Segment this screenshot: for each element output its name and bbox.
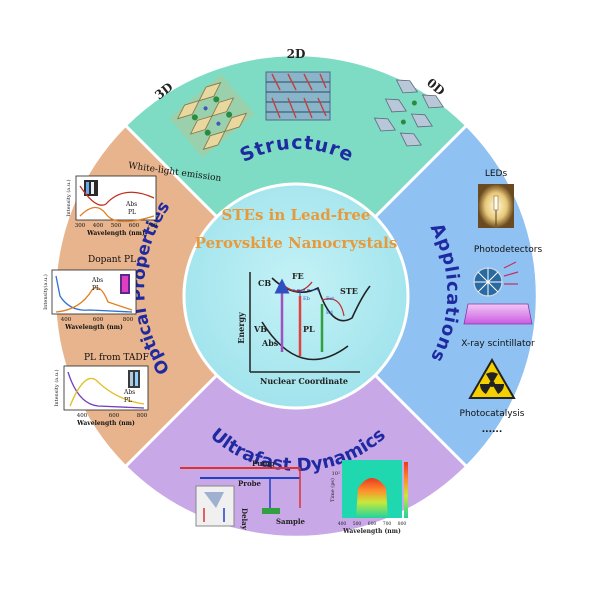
setup-label-sample: Sample [276, 517, 306, 526]
panel3-legend-pl: PL [124, 397, 132, 404]
map-y-tick: 10² [332, 471, 340, 477]
panel3-x-axis: Wavelength (nm) [76, 420, 135, 427]
app-label-xray: X-ray scintillator [461, 339, 535, 349]
panel3-y-axis: Intensity (a.u.) [53, 369, 60, 406]
map-x-tick-2: 500 [353, 521, 362, 527]
setup-label-pump: Pump [252, 459, 275, 468]
setup-label-probe: Probe [238, 479, 262, 488]
map-x-tick-4: 700 [383, 521, 392, 527]
photodetector-image [463, 261, 533, 325]
panel3-legend-abs: Abs [123, 389, 135, 396]
sector-structure-bg [125, 54, 467, 297]
label-est: Est [326, 296, 334, 302]
center-title-line2: Perovskite Nanocrystals [195, 234, 398, 252]
panel1-x-tick-4: 600 [129, 223, 140, 229]
panel1-y-axis: Intensity (a.u.) [65, 179, 72, 216]
sample-holder [262, 508, 280, 514]
map-x-tick-5: 800 [398, 521, 407, 527]
panel1-legend-pl: PL [128, 209, 136, 216]
panel2-legend-pl: PL [92, 285, 100, 292]
coordinate-axis-label: Nuclear Coordinate [260, 376, 348, 386]
energy-axis-label: Energy [236, 312, 246, 344]
panel2-x-tick-1: 400 [61, 317, 72, 323]
ground-state-curve [261, 321, 349, 361]
panel2-y-axis: Intensity(a.u.) [42, 274, 49, 310]
label-cb: CB [258, 278, 271, 288]
label-vb: VB [253, 324, 267, 334]
crystal-0d-image [373, 79, 444, 147]
panel2-x-tick-2: 600 [93, 317, 104, 323]
led-bulb-image [478, 184, 514, 228]
ste-energy-diagram: CB FE STE VB Abs PL Eb Est Ed Energy Nuc… [236, 271, 371, 386]
label-fe: FE [292, 271, 304, 281]
map-x-axis-label: Wavelength (nm) [342, 528, 401, 535]
crystal-2d-image [265, 71, 331, 121]
map-x-tick-1: 400 [338, 521, 347, 527]
setup-label-delay: Delay [240, 508, 249, 531]
center-title-line1: STEs in Lead-free [222, 206, 371, 224]
sector-applications-bg [296, 125, 538, 467]
transient-absorption-map: Time (ps) 10² 400 500 600 700 800 Wavele… [329, 460, 408, 535]
app-label-photodetectors: Photodetectors [474, 245, 543, 255]
panel1-x-axis: Wavelength (nm) [86, 230, 145, 237]
map-y-axis-label: Time (ps) [329, 478, 336, 502]
panel3-x-tick-3: 800 [137, 413, 148, 419]
radiation-icon [468, 358, 516, 399]
optical-panel-tadf: PL from TADF Abs PL Intensity (a.u.) 400… [53, 353, 149, 427]
app-label-leds: LEDs [485, 169, 508, 179]
app-label-more: ...... [482, 425, 503, 435]
label-edeform: Ed [326, 310, 334, 316]
panel1-x-tick-3: 500 [111, 223, 122, 229]
panel3-x-tick-2: 600 [109, 413, 120, 419]
label-eb: Eb [303, 296, 310, 302]
panel1-x-tick-2: 400 [93, 223, 104, 229]
optical-panel-dopant: Dopant PL Abs PL Intensity(a.u.) 400 600… [42, 255, 137, 331]
panel3-x-tick-1: 400 [77, 413, 88, 419]
panel2-x-tick-3: 800 [123, 317, 134, 323]
crystal-3d-image [169, 74, 255, 158]
panel2-title: Dopant PL [88, 255, 136, 265]
label-ste: STE [340, 286, 358, 296]
pump-probe-setup: Pump Probe Delay Sample [180, 459, 306, 531]
label-pl: PL [303, 324, 315, 334]
structure-label-2d: 2D [287, 47, 306, 61]
panel1-x-tick-1: 300 [75, 223, 86, 229]
panel2-x-axis: Wavelength (nm) [64, 324, 123, 331]
panel1-legend-abs: Abs [125, 201, 137, 208]
center-circle: STEs in Lead-free Perovskite Nanocrystal… [182, 182, 410, 410]
app-label-photocatalysis: Photocatalysis [460, 409, 525, 419]
label-abs: Abs [261, 338, 279, 348]
panel1-x-tick-5: 700 [147, 223, 158, 229]
panel3-title: PL from TADF [84, 353, 149, 363]
panel2-legend-abs: Abs [91, 277, 103, 284]
map-x-tick-3: 600 [368, 521, 377, 527]
